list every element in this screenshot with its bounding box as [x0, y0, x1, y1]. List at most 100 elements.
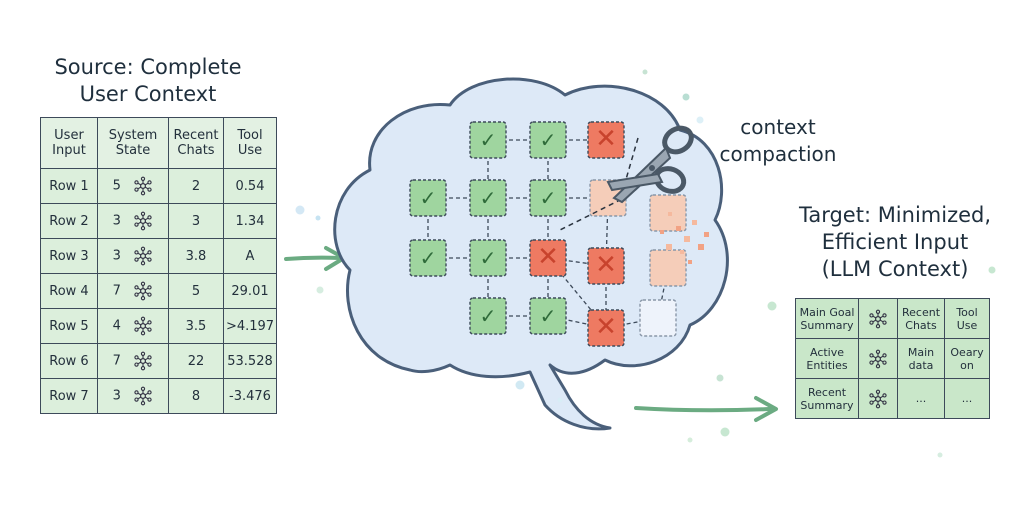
neural-network-icon	[134, 316, 152, 336]
target-title-line-1: Target: Minimized,	[798, 203, 992, 227]
dissolve-particle	[666, 244, 672, 250]
state-value: 7	[112, 353, 121, 369]
target-cell-2: Main data	[897, 338, 945, 379]
kept-node: ✓	[409, 179, 447, 217]
dissolve-particle	[684, 236, 690, 242]
check-icon: ✓	[480, 304, 497, 328]
kept-node: ✓	[529, 121, 567, 159]
target-title-line-3: (LLM Context)	[821, 257, 969, 281]
target-label-cell: Active Entities	[795, 338, 859, 379]
system-state-cell: 3	[97, 238, 169, 274]
state-value: 3	[112, 388, 121, 404]
state-value: 3	[112, 248, 121, 264]
dissolve-particle	[688, 260, 692, 264]
state-value: 7	[112, 283, 121, 299]
kept-node: ✓	[529, 297, 567, 335]
neural-network-icon	[134, 246, 152, 266]
row-label: Row 4	[40, 273, 98, 309]
system-state-cell: 3	[97, 378, 169, 414]
cross-icon: ✕	[595, 312, 617, 342]
recent-chats-cell: 3	[168, 203, 224, 239]
check-icon: ✓	[540, 186, 557, 210]
neural-network-icon	[869, 349, 887, 368]
tool-use-cell: 53.528	[223, 343, 277, 379]
row-label: Row 7	[40, 378, 98, 414]
neural-network-icon	[134, 351, 152, 371]
scissors-icon	[606, 125, 694, 204]
target-title: Target: Minimized, Efficient Input (LLM …	[775, 202, 1015, 283]
system-state-cell: 4	[97, 308, 169, 344]
recent-chats-cell: 8	[168, 378, 224, 414]
source-title: Source: Complete User Context	[28, 54, 268, 108]
state-value: 4	[112, 318, 121, 334]
target-label-cell: Main Goal Summary	[795, 298, 859, 339]
row-label: Row 3	[40, 238, 98, 274]
decor-dot	[295, 205, 305, 215]
tool-use-cell: 29.01	[223, 273, 277, 309]
neural-network-icon	[869, 309, 887, 328]
check-icon: ✓	[540, 128, 557, 152]
dissolve-particle	[692, 220, 697, 225]
tool-use-cell: A	[223, 238, 277, 274]
cross-icon: ✕	[595, 124, 617, 154]
dissolve-particle	[676, 226, 681, 231]
source-title-line-2: User Context	[79, 82, 217, 106]
system-state-cell: 7	[97, 273, 169, 309]
check-icon: ✓	[420, 246, 437, 270]
removed-node: ✕	[587, 121, 625, 159]
removed-node: ✕	[587, 309, 625, 347]
kept-node: ✓	[469, 297, 507, 335]
target-cell-2: Recent Chats	[897, 298, 945, 339]
system-state-cell: 3	[97, 203, 169, 239]
dissolve-particle	[660, 230, 664, 234]
header-user-input: User Input	[40, 117, 98, 169]
compaction-label: context compaction	[708, 114, 848, 168]
neural-network-icon	[134, 176, 152, 196]
kept-node: ✓	[469, 239, 507, 277]
kept-node: ✓	[469, 179, 507, 217]
check-icon: ✓	[480, 186, 497, 210]
target-cell-3: ...	[944, 378, 990, 419]
target-icon-cell	[858, 298, 898, 339]
target-label-cell: Recent Summary	[795, 378, 859, 419]
row-label: Row 1	[40, 168, 98, 204]
neural-network-icon	[134, 281, 152, 301]
system-state-cell: 5	[97, 168, 169, 204]
header-recent-chats: Recent Chats	[168, 117, 224, 169]
row-label: Row 2	[40, 203, 98, 239]
recent-chats-cell: 5	[168, 273, 224, 309]
brain-diagram: ✓ ✓ ✕ ✓ ✓ ✓ ✓ ✓ ✕ ✕ ✓ ✓ ✕	[333, 77, 729, 431]
source-title-line-1: Source: Complete	[54, 55, 242, 79]
check-icon: ✓	[480, 246, 497, 270]
source-context-table: User Input System State Recent Chats Too…	[40, 117, 277, 414]
kept-node: ✓	[469, 121, 507, 159]
target-icon-cell	[858, 378, 898, 419]
removed-node: ✕	[529, 239, 567, 277]
check-icon: ✓	[480, 128, 497, 152]
faded-node	[649, 249, 687, 287]
removed-node: ✕	[587, 247, 625, 285]
neural-network-icon	[134, 211, 152, 231]
neural-network-icon	[869, 389, 887, 408]
state-value: 5	[112, 178, 121, 194]
decor-dot	[767, 301, 777, 311]
header-tool-use: Tool Use	[223, 117, 277, 169]
target-cell-3: Oeary on	[944, 338, 990, 379]
check-icon: ✓	[420, 186, 437, 210]
target-cell-2: ...	[897, 378, 945, 419]
tool-use-cell: 1.34	[223, 203, 277, 239]
state-value: 3	[112, 213, 121, 229]
table-row: Recent Summary......	[795, 378, 990, 419]
recent-chats-cell: 3.5	[168, 308, 224, 344]
target-icon-cell	[858, 338, 898, 379]
dissolve-particle	[698, 244, 704, 250]
output-arrow	[634, 396, 778, 422]
kept-node: ✓	[409, 239, 447, 277]
cross-icon: ✕	[537, 242, 559, 272]
